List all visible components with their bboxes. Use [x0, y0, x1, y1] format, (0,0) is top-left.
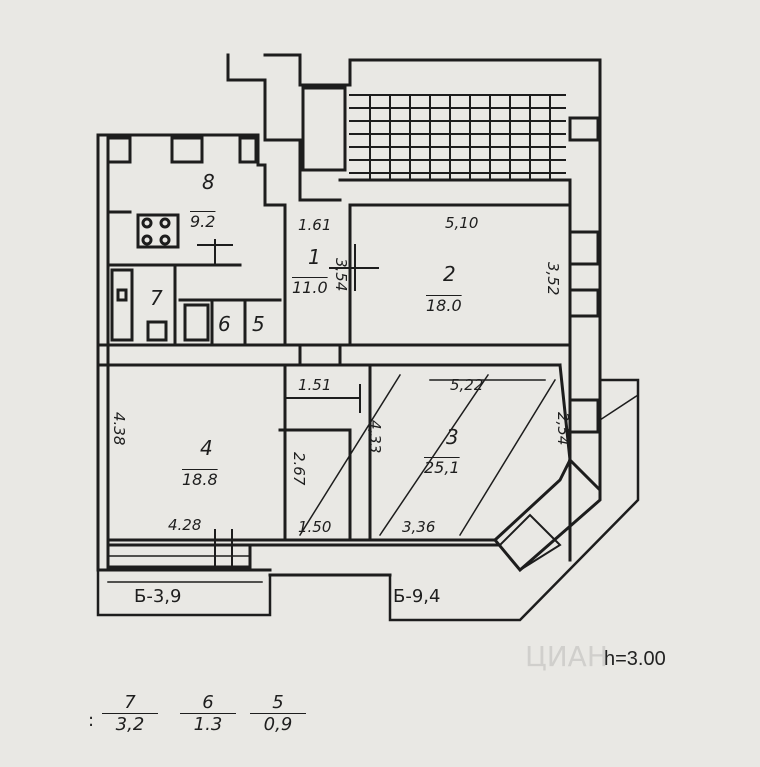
- legend-room-5-number: 5: [250, 692, 306, 714]
- legend-room-5: 5 0,9: [250, 692, 306, 735]
- dim-1-50: 1.50: [298, 518, 332, 536]
- dim-2-54: 2,54: [554, 412, 572, 446]
- dim-3-52: 3,52: [544, 262, 562, 296]
- room-3-area: 25,1: [424, 458, 460, 477]
- watermark-text: ЦИАН: [525, 640, 608, 673]
- dim-5-22: 5,22: [450, 376, 484, 394]
- ceiling-height: h=3.00: [604, 648, 666, 670]
- dim-4-33: 4,33: [366, 420, 384, 454]
- dim-1-51: 1.51: [298, 376, 332, 394]
- dim-3-36: 3,36: [402, 518, 436, 536]
- legend-room-7-number: 7: [102, 692, 158, 714]
- room-7-number: 7: [150, 286, 163, 310]
- stair-top-wall: [263, 53, 602, 187]
- room-8-number: 8: [202, 170, 215, 194]
- room-8-area: 9.2: [190, 212, 216, 231]
- room-5-number: 5: [252, 312, 265, 336]
- legend-colon: :: [88, 710, 95, 731]
- stair-outer-wall: [226, 53, 342, 202]
- room-2-area: 18.0: [426, 296, 462, 315]
- room-1-area: 11.0: [292, 278, 328, 297]
- dim-2-67: 2.67: [290, 452, 308, 486]
- apartment-outer-wall: [96, 133, 287, 207]
- dim-1-61: 1.61: [298, 216, 332, 234]
- room-2-number: 2: [443, 262, 456, 286]
- room-4-area: 18.8: [182, 470, 218, 489]
- legend-room-6-number: 6: [180, 692, 236, 714]
- room-1-number: 1: [308, 245, 321, 269]
- room-4-number: 4: [200, 436, 213, 460]
- balcony-left-label: Б-3,9: [134, 586, 182, 607]
- legend-room-7-area: 3,2: [115, 714, 145, 735]
- stove: [136, 213, 180, 249]
- balcony-right-label: Б-9,4: [393, 586, 441, 607]
- room-3-number: 3: [446, 425, 459, 449]
- legend-room-6-area: 1.3: [193, 714, 223, 735]
- legend-room-7: 7 3,2: [102, 692, 158, 735]
- dim-4-28: 4.28: [168, 516, 202, 534]
- dim-5-10: 5,10: [445, 214, 479, 232]
- dim-4-38: 4.38: [110, 412, 128, 446]
- dim-3-54: 3,54: [332, 258, 350, 292]
- legend-room-5-area: 0,9: [263, 714, 293, 735]
- stair-landing: [301, 86, 347, 172]
- legend-room-6: 6 1.3: [180, 692, 236, 735]
- room-6-number: 6: [218, 312, 231, 336]
